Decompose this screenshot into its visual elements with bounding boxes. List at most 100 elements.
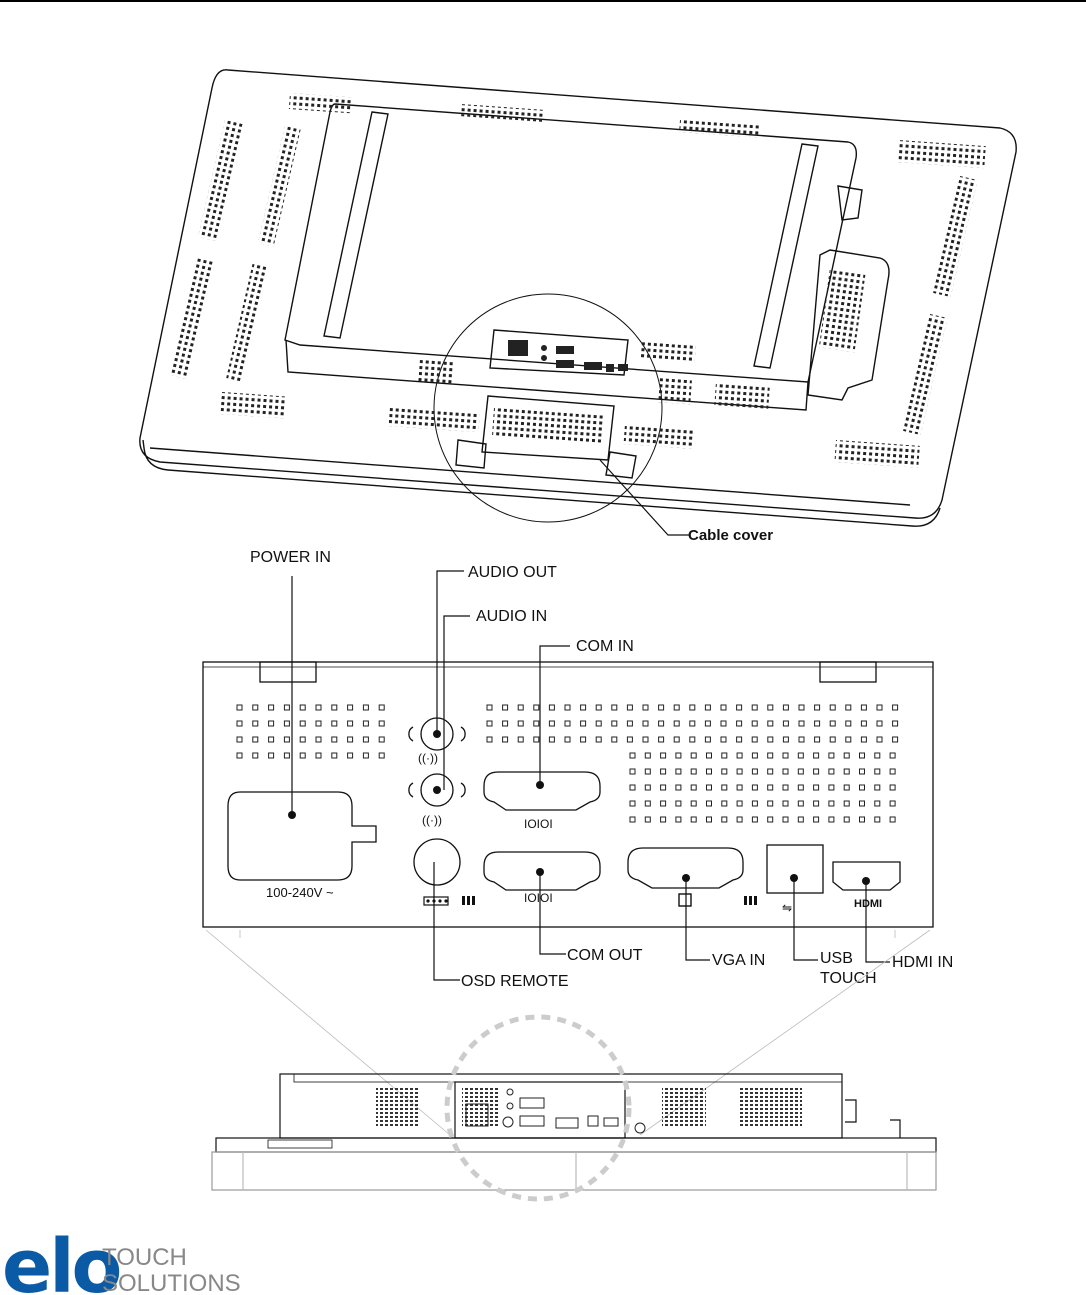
vent-hole — [721, 784, 728, 791]
vent-hole — [236, 736, 243, 743]
vent-hole — [860, 720, 867, 727]
vent-hole — [736, 752, 743, 759]
vent-hole — [252, 720, 259, 727]
vent-hole — [611, 704, 618, 711]
vent-hole — [347, 736, 354, 743]
vent-hole — [660, 784, 667, 791]
vent-hole — [533, 720, 540, 727]
vent-hole — [843, 752, 850, 759]
vent-hole — [252, 736, 259, 743]
panel-hdmi-mark: HDMI — [854, 898, 882, 910]
vent-hole — [767, 736, 774, 743]
label-osd-remote: OSD REMOTE — [461, 973, 569, 990]
vent-hole — [874, 768, 881, 775]
vent-hole — [843, 800, 850, 807]
vent-hole — [751, 736, 758, 743]
vent-hole — [797, 752, 804, 759]
top-view-vents — [169, 93, 986, 468]
vent-hole — [736, 704, 743, 711]
vent-hole — [268, 720, 275, 727]
vent-hole — [690, 784, 697, 791]
vent-hole — [689, 736, 696, 743]
monitor-rear-view — [139, 69, 1017, 536]
vent-hole — [486, 704, 493, 711]
vent-hole — [644, 800, 651, 807]
vent-hole — [843, 816, 850, 823]
svg-text:⇋: ⇋ — [782, 901, 792, 915]
vent-hole — [362, 752, 369, 759]
vent-hole — [782, 800, 789, 807]
vent-hole — [611, 720, 618, 727]
vent-hole — [283, 704, 290, 711]
vent-hole — [331, 736, 338, 743]
vent-hole — [299, 704, 306, 711]
vent-hole — [626, 704, 633, 711]
vent-hole — [860, 736, 867, 743]
vent-hole — [798, 736, 805, 743]
vent-hole — [378, 704, 385, 711]
label-audio-in: AUDIO IN — [476, 608, 547, 625]
vent-hole — [502, 736, 509, 743]
vent-hole — [813, 800, 820, 807]
vent-hole — [797, 784, 804, 791]
vent-hole — [782, 816, 789, 823]
vent-hole — [845, 720, 852, 727]
vent-hole — [859, 752, 865, 759]
vent-hole — [299, 720, 306, 727]
vent-hole — [892, 704, 899, 711]
top-view-ports — [508, 340, 628, 372]
vent-hole — [797, 816, 804, 823]
vent-hole — [706, 768, 712, 775]
vent-hole — [642, 736, 649, 743]
vent-hole — [843, 768, 850, 775]
vent-hole — [876, 720, 883, 727]
vent-hole — [767, 784, 774, 791]
vent-hole — [874, 752, 881, 759]
vent-hole — [751, 752, 758, 759]
vent-hole — [798, 720, 805, 727]
vent-hole — [347, 752, 354, 759]
vent-hole — [798, 704, 805, 711]
vent-hole — [673, 736, 680, 743]
vent-hole — [642, 704, 649, 711]
vent-hole — [315, 736, 322, 743]
vent-hole — [299, 736, 306, 743]
label-com-in: COM IN — [576, 638, 634, 655]
vent-hole — [859, 768, 865, 775]
vent-hole — [378, 752, 385, 759]
vent-hole — [751, 768, 758, 775]
vent-hole — [828, 784, 835, 791]
vent-hole — [797, 800, 804, 807]
vent-hole — [629, 768, 636, 775]
vent-hole — [283, 720, 290, 727]
vent-hole — [626, 736, 633, 743]
vent-hole — [660, 800, 667, 807]
vent-hole — [720, 720, 727, 727]
vent-hole — [236, 704, 243, 711]
vent-hole — [675, 800, 682, 807]
vent-hole — [843, 784, 850, 791]
vent-hole — [690, 800, 697, 807]
vent-hole — [874, 816, 881, 823]
vent-hole — [814, 736, 821, 743]
vent-hole — [331, 720, 338, 727]
label-cable-cover: Cable cover — [688, 527, 773, 544]
vent-hole — [675, 752, 682, 759]
vent-hole — [876, 736, 883, 743]
bottom-view-ports — [465, 1088, 646, 1134]
vent-hole — [658, 704, 665, 711]
vent-hole — [564, 704, 571, 711]
vent-hole — [828, 768, 835, 775]
vent-hole — [347, 720, 354, 727]
vent-hole — [517, 704, 524, 711]
bottom-view-vents — [376, 1086, 802, 1126]
vent-hole — [736, 800, 743, 807]
vent-hole — [689, 720, 696, 727]
vent-hole — [315, 720, 322, 727]
connector-panel — [202, 661, 934, 928]
vent-hole — [782, 784, 789, 791]
label-usb: USB — [820, 950, 853, 967]
vent-hole — [362, 704, 369, 711]
vent-hole — [814, 720, 821, 727]
label-hdmi-in: HDMI IN — [892, 954, 953, 971]
